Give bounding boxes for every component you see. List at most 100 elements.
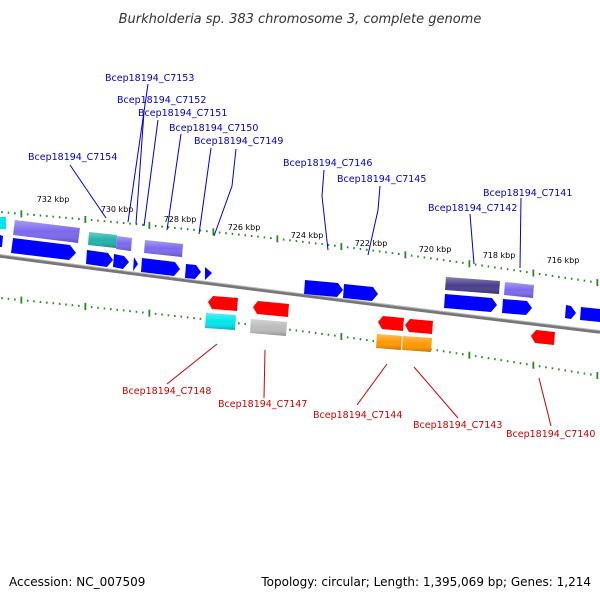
scale-label: 732 kbp xyxy=(37,195,70,204)
minor-tick xyxy=(366,339,368,342)
minor-tick xyxy=(65,216,67,219)
minor-tick xyxy=(378,250,381,253)
minor-tick xyxy=(359,247,362,250)
minor-tick xyxy=(257,235,259,238)
major-tick xyxy=(596,279,599,287)
major-tick xyxy=(212,228,215,236)
gene-label[interactable]: Bcep18194_C7146 xyxy=(283,158,372,169)
map-title: Burkholderia sp. 383 chromosome 3, compl… xyxy=(119,12,482,27)
gene-feature[interactable] xyxy=(531,330,555,345)
forward-strand-genes xyxy=(0,217,600,322)
minor-tick xyxy=(180,315,183,318)
minor-tick xyxy=(90,306,93,309)
minor-tick xyxy=(167,314,170,317)
minor-tick xyxy=(442,259,445,262)
gene-label[interactable]: Bcep18194_C7142 xyxy=(428,203,517,214)
gene-feature[interactable] xyxy=(444,294,497,312)
minor-tick xyxy=(545,273,547,276)
gene-feature[interactable] xyxy=(304,280,343,297)
gene-label[interactable]: Bcep18194_C7144 xyxy=(313,410,402,421)
gene-label[interactable]: Bcep18194_C7154 xyxy=(28,152,117,163)
gene-label[interactable]: Bcep18194_C7152 xyxy=(117,95,206,106)
minor-tick xyxy=(590,373,592,376)
minor-tick xyxy=(583,372,586,375)
minor-tick xyxy=(430,257,432,260)
minor-tick xyxy=(231,232,234,235)
minor-tick xyxy=(238,322,240,325)
gene-feature[interactable] xyxy=(0,217,6,229)
minor-tick xyxy=(449,351,451,354)
minor-tick xyxy=(398,252,400,255)
minor-tick xyxy=(513,361,515,364)
gene-feature[interactable] xyxy=(378,316,404,331)
minor-tick xyxy=(71,217,74,220)
gene-feature[interactable] xyxy=(502,299,532,315)
minor-tick xyxy=(186,228,189,231)
scale-label: 728 kbp xyxy=(164,215,197,224)
major-tick xyxy=(148,221,151,229)
minor-tick xyxy=(506,268,509,271)
minor-tick xyxy=(97,219,99,222)
gene-label[interactable]: Bcep18194_C7143 xyxy=(413,420,502,431)
minor-tick xyxy=(161,313,163,316)
minor-tick xyxy=(1,211,3,214)
gene-feature[interactable] xyxy=(133,257,138,271)
minor-tick xyxy=(372,339,375,342)
major-tick xyxy=(404,251,407,259)
minor-tick xyxy=(385,251,387,254)
gene-feature[interactable] xyxy=(580,307,600,322)
gene-feature[interactable] xyxy=(86,250,113,267)
major-tick xyxy=(340,243,343,251)
minor-tick xyxy=(26,213,29,216)
minor-tick xyxy=(346,336,349,339)
gene-label[interactable]: Bcep18194_C7140 xyxy=(506,429,595,440)
gene-label[interactable]: Bcep18194_C7141 xyxy=(483,188,572,199)
gene-label[interactable]: Bcep18194_C7151 xyxy=(138,108,227,119)
gene-feature[interactable] xyxy=(405,319,433,334)
minor-tick xyxy=(116,221,119,224)
gene-label[interactable]: Bcep18194_C7153 xyxy=(105,73,194,84)
minor-tick xyxy=(353,247,355,250)
forward-gene-labels: Bcep18194_C7154 Bcep18194_C7153 Bcep1819… xyxy=(28,73,572,214)
gene-label[interactable]: Bcep18194_C7147 xyxy=(218,399,307,410)
minor-tick xyxy=(295,240,298,243)
minor-tick xyxy=(500,359,503,362)
gene-feature[interactable] xyxy=(343,284,378,301)
scale-label: 730 kbp xyxy=(101,205,134,214)
minor-tick xyxy=(199,317,202,320)
minor-tick xyxy=(154,312,157,315)
minor-tick xyxy=(244,323,247,326)
minor-tick xyxy=(33,213,35,216)
gene-feature[interactable] xyxy=(205,267,212,280)
gene-feature[interactable] xyxy=(11,238,76,260)
gene-label[interactable]: Bcep18194_C7148 xyxy=(122,386,211,397)
minor-tick xyxy=(481,264,483,267)
gene-label[interactable]: Bcep18194_C7145 xyxy=(337,174,426,185)
minor-tick xyxy=(314,332,317,335)
gene-label[interactable]: Bcep18194_C7149 xyxy=(194,136,283,147)
minor-tick xyxy=(33,300,35,303)
minor-tick xyxy=(308,331,311,334)
gene-feature[interactable] xyxy=(565,305,576,319)
gene-feature[interactable] xyxy=(253,301,289,317)
minor-tick xyxy=(334,244,336,247)
gene-feature[interactable] xyxy=(185,264,201,279)
gene-feature[interactable] xyxy=(208,296,238,311)
gene-feature[interactable] xyxy=(141,258,180,276)
minor-tick xyxy=(590,280,592,283)
scale-label: 724 kbp xyxy=(291,231,324,240)
minor-tick xyxy=(321,243,323,246)
minor-tick xyxy=(366,248,368,251)
minor-tick xyxy=(270,237,272,240)
minor-tick xyxy=(14,212,16,215)
gene-label[interactable]: Bcep18194_C7150 xyxy=(169,123,258,134)
major-tick xyxy=(84,302,87,310)
minor-tick xyxy=(52,302,55,305)
minor-tick xyxy=(58,216,61,219)
gene-feature[interactable] xyxy=(0,235,3,247)
gene-feature[interactable] xyxy=(113,254,129,269)
minor-tick xyxy=(308,241,311,244)
minor-tick xyxy=(577,278,579,281)
minor-tick xyxy=(78,217,80,220)
reverse-leader-lines xyxy=(166,343,552,427)
